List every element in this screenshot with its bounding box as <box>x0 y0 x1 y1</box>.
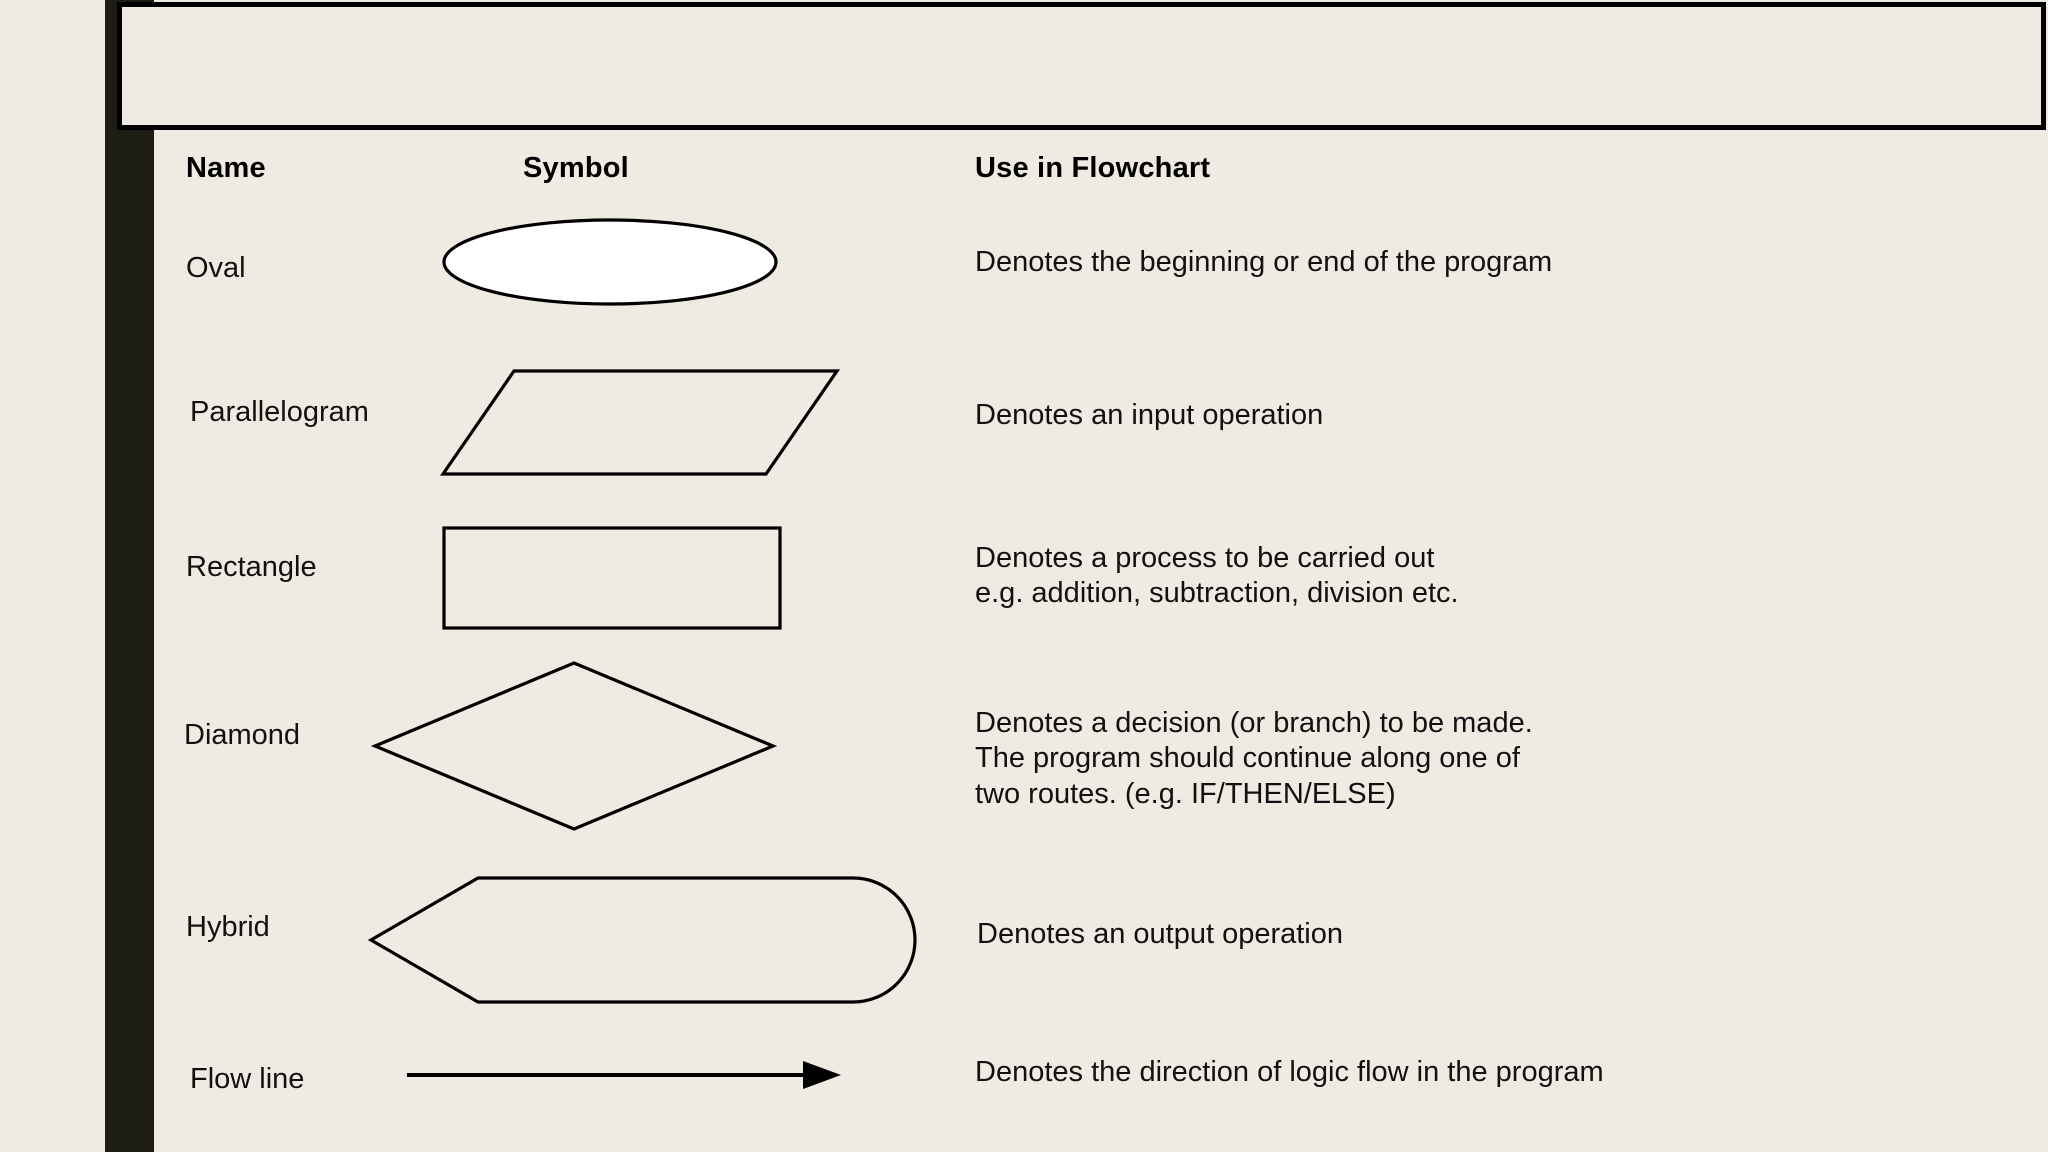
parallelogram-shape-icon <box>439 368 841 478</box>
flow-line-arrow-icon <box>405 1055 845 1095</box>
rectangle-shape-icon <box>442 526 782 630</box>
diamond-shape-icon <box>370 660 778 832</box>
column-header-name: Name <box>186 152 266 184</box>
column-header-use: Use in Flowchart <box>975 152 1211 184</box>
row-label-rectangle: Rectangle <box>186 551 317 583</box>
row-description-oval: Denotes the beginning or end of the prog… <box>975 246 1553 278</box>
row-description-hybrid: Denotes an output operation <box>977 918 1343 950</box>
row-description-flow-line: Denotes the direction of logic flow in t… <box>975 1056 1604 1088</box>
row-description-parallelogram: Denotes an input operation <box>975 399 1324 431</box>
row-label-parallelogram: Parallelogram <box>190 396 369 428</box>
column-header-symbol: Symbol <box>523 152 629 184</box>
row-label-flow-line: Flow line <box>190 1063 305 1095</box>
oval-shape-icon <box>440 216 780 308</box>
row-label-diamond: Diamond <box>184 719 301 751</box>
row-description-diamond: Denotes a decision (or branch) to be mad… <box>975 707 1533 810</box>
row-label-oval: Oval <box>186 252 246 284</box>
row-label-hybrid: Hybrid <box>186 911 270 943</box>
title-placeholder-box[interactable] <box>117 2 2046 130</box>
left-accent-band <box>105 0 154 1152</box>
row-description-rectangle: Denotes a process to be carried out e.g.… <box>975 542 1459 610</box>
hybrid-shape-icon <box>367 875 918 1005</box>
